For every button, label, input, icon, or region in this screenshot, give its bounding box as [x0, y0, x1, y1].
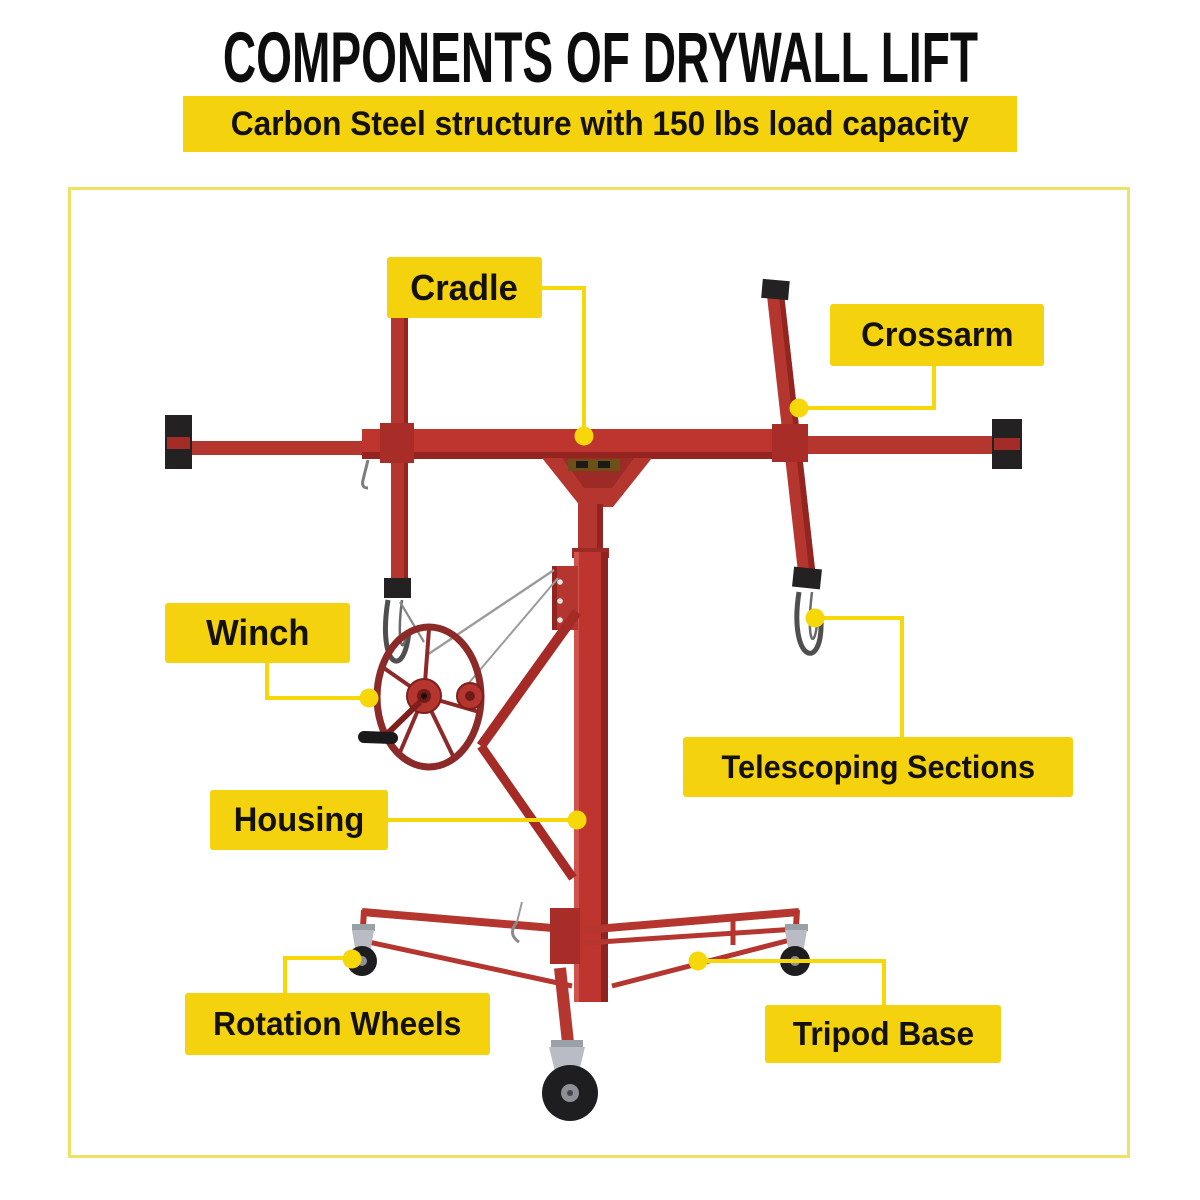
winch-leader-line — [265, 663, 362, 700]
cradle-hook-right — [794, 591, 824, 656]
winch-crank-handle — [358, 699, 423, 744]
tripod-leg-left — [359, 908, 577, 989]
tripod-leg-right — [583, 908, 800, 989]
rotation-wheels-point-marker — [342, 949, 362, 969]
label-telescoping-sections: Telescoping Sections — [683, 737, 1073, 797]
crossarm-bar — [186, 423, 1000, 463]
tripod-base-point-marker — [688, 951, 708, 971]
winch-wheel — [373, 623, 485, 771]
label-tripod-base: Tripod Base — [765, 1005, 1001, 1063]
label-winch-text: Winch — [205, 612, 310, 653]
drywall-support-end-left — [165, 415, 192, 469]
drywall-support-end-right — [992, 419, 1022, 469]
mast-upper-section — [572, 504, 609, 558]
cradle-point-marker — [574, 426, 594, 446]
winch-cable — [399, 569, 559, 685]
label-housing: Housing — [210, 790, 388, 850]
winch-support-strut — [476, 609, 582, 881]
rotation-wheels-leader-line — [283, 956, 344, 993]
housing-point-marker — [567, 810, 587, 830]
diagram-frame — [68, 187, 1130, 1158]
label-crossarm-text: Crossarm — [860, 315, 1014, 354]
subtitle-banner: Carbon Steel structure with 150 lbs load… — [183, 96, 1017, 152]
label-crossarm: Crossarm — [830, 304, 1044, 366]
telescoping-sections-leader-line — [822, 616, 904, 737]
tripod-leg-front — [554, 967, 575, 1053]
caster-wheel-front — [542, 1040, 598, 1121]
label-housing-text: Housing — [233, 800, 365, 839]
telescoping-sections-point-marker — [805, 608, 825, 628]
caster-wheel-right — [780, 924, 810, 976]
cradle-pivot-bracket — [542, 458, 652, 507]
base-fold-bracket — [511, 901, 580, 964]
crossarm-point-marker — [789, 398, 809, 418]
page-title-text: COMPONENTS OF DRYWALL LIFT — [222, 17, 978, 98]
cradle-leader-line — [542, 286, 586, 430]
crossarm-latch-pin — [361, 459, 370, 490]
label-cradle: Cradle — [387, 257, 542, 318]
page-title: COMPONENTS OF DRYWALL LIFT — [0, 16, 1200, 98]
label-rotation-wheels: Rotation Wheels — [185, 993, 490, 1055]
crossarm-leader-line — [806, 366, 936, 410]
tripod-base-leader-line — [706, 959, 886, 1005]
label-rotation-wheels-text: Rotation Wheels — [213, 1005, 462, 1042]
label-winch: Winch — [165, 603, 350, 663]
label-telescoping-sections-text: Telescoping Sections — [721, 748, 1035, 785]
winch-point-marker — [359, 688, 379, 708]
label-tripod-base-text: Tripod Base — [792, 1015, 974, 1052]
label-cradle-text: Cradle — [410, 266, 519, 308]
subtitle-text: Carbon Steel structure with 150 lbs load… — [230, 104, 970, 143]
